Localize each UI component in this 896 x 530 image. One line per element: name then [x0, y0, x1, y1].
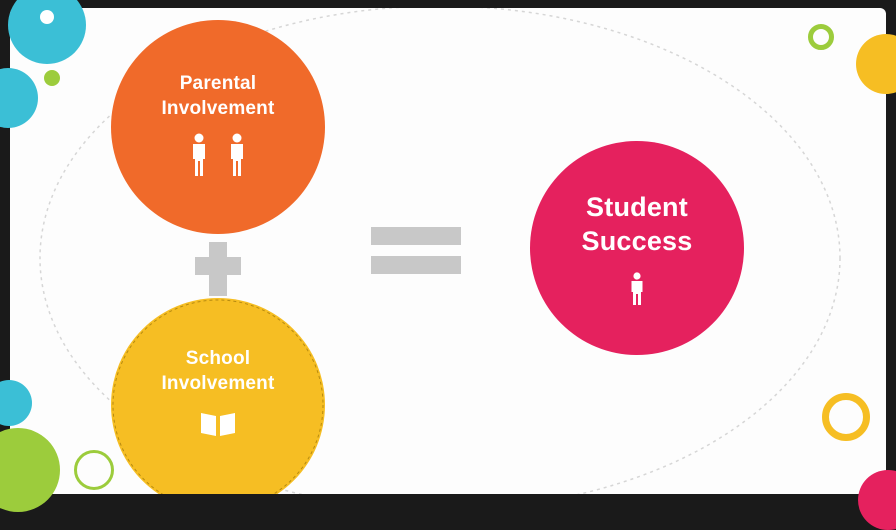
decor-dot-white — [40, 10, 54, 24]
adult-person-icon — [193, 133, 205, 176]
student-success-label: Student Success — [582, 190, 693, 258]
student-label-line1: Student — [586, 192, 688, 222]
open-book-icon — [201, 413, 235, 436]
plus-sign-horizontal — [195, 257, 241, 275]
decor-circle-yellow-right — [856, 34, 896, 94]
parental-label-line1: Parental — [179, 73, 257, 94]
equals-bar-bottom — [371, 256, 461, 274]
parental-involvement-circle: Parental Involvement — [111, 20, 325, 234]
school-involvement-circle: School Involvement — [111, 298, 325, 494]
school-label-line2: Involvement — [161, 373, 275, 394]
decor-ring-green-top-right — [808, 24, 834, 50]
circle-dashed-outline — [112, 299, 324, 494]
parental-label-line2: Involvement — [161, 98, 275, 119]
student-person-icon — [631, 272, 643, 305]
decor-ring-yellow-bottom-right — [822, 393, 870, 441]
equals-bar-top — [371, 227, 461, 245]
student-success-circle: Student Success — [530, 141, 744, 355]
diagram-card: Parental Involvement School — [10, 8, 886, 494]
parents-icon-group — [191, 133, 245, 177]
decor-ring-green-bottom-left — [74, 450, 114, 490]
school-label-line1: School — [185, 348, 251, 369]
guide-ellipse — [39, 8, 841, 494]
school-involvement-label: School Involvement — [161, 346, 274, 396]
decor-dot-green-left — [44, 70, 60, 86]
adult-person-icon — [231, 133, 243, 176]
parental-involvement-label: Parental Involvement — [161, 71, 274, 121]
student-label-line2: Success — [581, 226, 693, 256]
